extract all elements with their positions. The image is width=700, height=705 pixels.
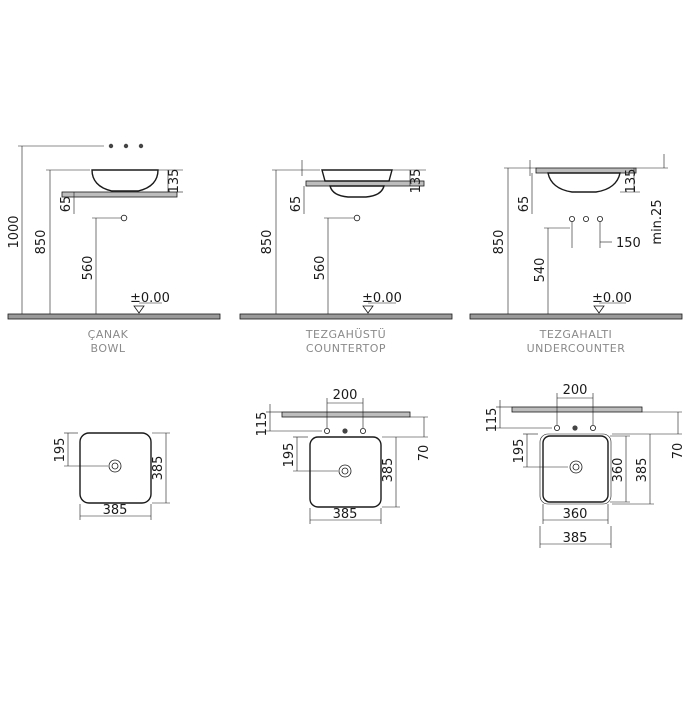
tap-hole-icon: [569, 215, 576, 222]
caption-en: BOWL: [90, 342, 125, 355]
floor-line: [239, 313, 453, 320]
caption-tr: ÇANAK: [88, 328, 129, 341]
counter-slab: [305, 180, 425, 187]
floor-line: [469, 313, 683, 320]
tap-hole-icon: [342, 428, 348, 434]
dim-360-depth: 360: [611, 458, 626, 483]
dim-385-width: 385: [563, 531, 588, 546]
dim-385-depth: 385: [381, 458, 396, 483]
counter-slab: [511, 406, 643, 413]
counter-slab: [535, 167, 637, 174]
dim-385-width: 385: [103, 503, 128, 518]
plan-bowl: 195 385 385: [53, 432, 170, 520]
elevation-undercounter: 850 65 135 min.25 540 150 ±0.00 TEZGAHAL…: [469, 154, 683, 355]
drain-icon: [120, 214, 128, 222]
plan-countertop: 200 115 195 385 70 385: [255, 388, 432, 524]
caption-en: COUNTERTOP: [306, 342, 386, 355]
basin-outline: [309, 436, 382, 508]
basin-outline: [542, 435, 609, 503]
tap-hole-icon: [108, 143, 114, 149]
dim-850: 850: [492, 230, 507, 255]
dim-135: 135: [167, 169, 182, 194]
dim-135: 135: [624, 169, 639, 194]
dim-115: 115: [255, 412, 270, 437]
dim-200: 200: [563, 383, 588, 398]
tap-hole-icon: [597, 215, 604, 222]
tap-hole-icon: [138, 143, 144, 149]
level-zero: ±0.00: [130, 291, 170, 306]
bowl-rim: [321, 169, 393, 182]
level-zero: ±0.00: [592, 291, 632, 306]
level-zero: ±0.00: [362, 291, 402, 306]
bowl-profile: [329, 185, 385, 198]
counter-slab: [61, 191, 178, 198]
level-triangle-icon: [133, 305, 145, 314]
level-triangle-icon: [362, 305, 374, 314]
bowl-profile: [547, 172, 621, 193]
dim-115: 115: [485, 408, 500, 433]
dim-195: 195: [53, 438, 68, 463]
floor-line: [7, 313, 221, 320]
dim-65: 65: [517, 196, 532, 213]
dim-150: 150: [616, 236, 641, 251]
dim-850: 850: [34, 230, 49, 255]
dim-70: 70: [671, 443, 686, 460]
dim-560: 560: [81, 256, 96, 281]
dim-540: 540: [533, 258, 548, 283]
counter-slab: [281, 411, 411, 418]
dim-min25: min.25: [650, 199, 665, 244]
dim-195: 195: [282, 443, 297, 468]
tap-hole-icon: [590, 424, 597, 431]
dim-560: 560: [313, 256, 328, 281]
elevation-bowl: 1000 850 65 135 560 ±0.00 ÇANAK BOWL: [7, 143, 221, 355]
drain-icon: [353, 214, 361, 222]
caption-tr: TEZGAHALTI: [539, 328, 613, 341]
dim-70: 70: [417, 445, 432, 462]
dim-1000: 1000: [7, 215, 22, 248]
drain-icon: [569, 460, 583, 474]
dim-850: 850: [260, 230, 275, 255]
drain-icon: [108, 459, 122, 473]
caption-en: UNDERCOUNTER: [527, 342, 626, 355]
dim-385-depth: 385: [151, 456, 166, 481]
dim-200: 200: [333, 388, 358, 403]
basin-outline: [79, 432, 152, 504]
dim-65: 65: [59, 196, 74, 213]
elevation-countertop: 850 65 135 560 ±0.00 TEZGAHÜSTÜ COUNTERT…: [239, 160, 453, 355]
caption-tr: TEZGAHÜSTÜ: [305, 328, 386, 341]
dim-135: 135: [409, 169, 424, 194]
dim-195: 195: [512, 439, 527, 464]
level-triangle-icon: [593, 305, 605, 314]
tap-hole-icon: [123, 143, 129, 149]
tap-hole-icon: [323, 427, 330, 434]
dim-65: 65: [289, 196, 304, 213]
tap-hole-icon: [554, 424, 561, 431]
drain-icon: [338, 464, 352, 478]
tap-hole-icon: [583, 215, 590, 222]
dim-385-width: 385: [333, 507, 358, 522]
dim-360-width: 360: [563, 507, 588, 522]
plan-undercounter: 200 115 195 360 385 70 360: [485, 383, 686, 548]
basin-outer: [539, 433, 612, 505]
tap-hole-icon: [572, 425, 578, 431]
tap-hole-icon: [359, 427, 366, 434]
dim-385-depth: 385: [635, 458, 650, 483]
bowl-profile: [91, 169, 159, 192]
